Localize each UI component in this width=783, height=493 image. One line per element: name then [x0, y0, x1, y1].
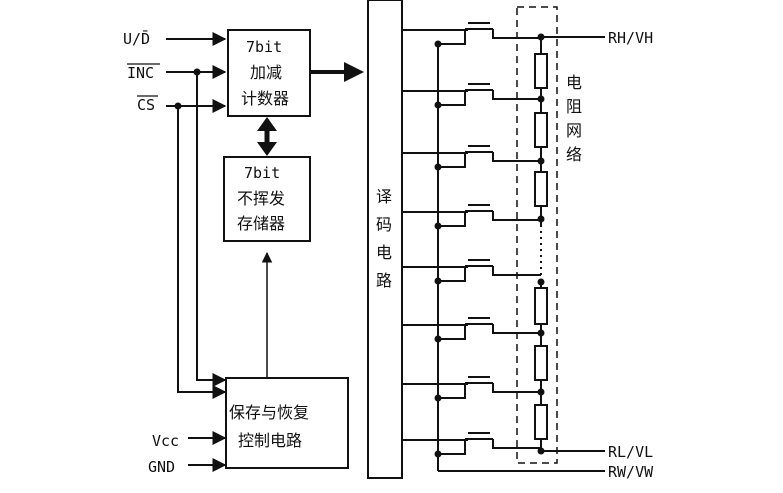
resistor-network-box: [516, 6, 558, 464]
memory-line1: 7bit: [244, 164, 280, 182]
counter-to-decoder-arrowhead: [344, 62, 364, 82]
input-label-inc: INC: [127, 64, 154, 82]
resistor-node-2: [537, 95, 545, 103]
input-label-cs: CS: [137, 96, 155, 114]
output-label-rl: RL/VL: [608, 443, 653, 461]
wiper-junction-5: [434, 277, 442, 285]
transistor-right-lead-4: [492, 211, 541, 221]
resistor-node-4: [537, 215, 545, 223]
transistor-left-lead-8: [438, 439, 466, 455]
decoder-char-2: 码: [376, 215, 392, 234]
input-label-gnd: GND: [148, 458, 175, 476]
resistor-node-5: [537, 278, 545, 286]
decoder-block: [367, 0, 403, 479]
transistor-right-lead-7: [492, 383, 541, 393]
counter-memory-arrow-down: [257, 142, 277, 156]
control-block: [225, 377, 349, 469]
network-char-1: 电: [566, 73, 582, 92]
resistor-3: [534, 171, 548, 207]
output-label-rh: RH/VH: [608, 29, 653, 47]
transistor-left-lead-3: [438, 152, 466, 168]
resistor-1: [534, 53, 548, 89]
network-char-3: 网: [566, 121, 582, 140]
input-label-ud: U/D̄: [123, 29, 150, 48]
transistor-right-lead-6: [492, 324, 541, 334]
decoder-char-4: 路: [376, 271, 392, 290]
network-char-2: 阻: [566, 97, 582, 116]
wiper-junction-2: [434, 101, 442, 109]
memory-line3: 存储器: [237, 214, 285, 233]
resistor-node-6: [537, 329, 545, 337]
resistor-2: [534, 112, 548, 148]
resistor-5: [534, 345, 548, 381]
transistor-right-lead-5: [492, 266, 541, 276]
resistor-6: [534, 404, 548, 440]
transistor-left-lead-7: [438, 383, 466, 399]
counter-line3: 计数器: [241, 89, 289, 108]
resistor-node-3: [537, 157, 545, 165]
resistor-4: [534, 287, 548, 325]
transistor-left-lead-1: [438, 29, 466, 45]
counter-memory-arrow-up: [257, 117, 277, 131]
transistor-left-lead-6: [438, 324, 466, 340]
control-line1: 保存与恢复: [229, 403, 309, 422]
control-line2: 控制电路: [238, 431, 302, 450]
wiper-junction-4: [434, 222, 442, 230]
wiper-junction-8: [434, 450, 442, 458]
transistor-ladder: [402, 22, 541, 471]
input-label-vcc: Vcc: [152, 432, 179, 450]
cs-to-control-line: [177, 106, 227, 399]
transistor-right-lead-3: [492, 152, 541, 162]
counter-line2: 加减: [250, 63, 282, 82]
transistor-right-lead-1: [492, 29, 541, 39]
transistor-right-lead-2: [492, 90, 541, 100]
wiper-junction-3: [434, 163, 442, 171]
network-char-4: 络: [566, 145, 582, 164]
resistor-chain: [534, 33, 548, 455]
inc-to-control-line: [196, 72, 227, 387]
memory-line2: 不挥发: [237, 189, 285, 208]
transistor-right-lead-8: [492, 439, 541, 449]
output-label-rw: RW/VW: [608, 463, 654, 481]
transistor-left-lead-2: [438, 90, 466, 106]
wiper-junction-1: [434, 40, 442, 48]
memory-block: [223, 156, 311, 242]
resistor-node-7: [537, 388, 545, 396]
wiper-junction-7: [434, 394, 442, 402]
wiper-junction-6: [434, 335, 442, 343]
decoder-char-1: 译: [376, 187, 392, 206]
counter-line1: 7bit: [246, 38, 282, 56]
transistor-left-lead-4: [438, 211, 466, 227]
decoder-char-3: 电: [376, 243, 392, 262]
transistor-left-lead-5: [438, 266, 466, 282]
